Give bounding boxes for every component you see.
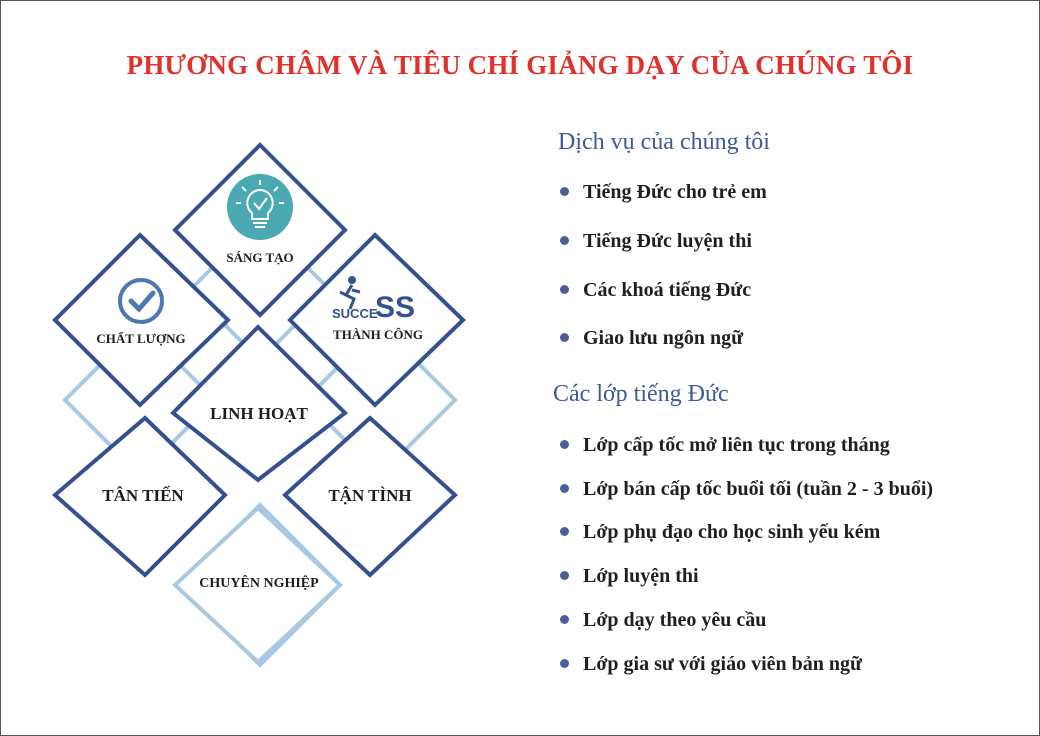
class-item: Lớp bán cấp tốc buổi tối (tuần 2 - 3 buổ… <box>560 478 933 501</box>
bullet-icon <box>560 235 569 245</box>
label-sang-tao: SÁNG TẠO <box>226 250 294 265</box>
label-chuyen-nghiep: CHUYÊN NGHIỆP <box>199 576 319 591</box>
label-tan-tinh: TẬN TÌNH <box>328 486 412 505</box>
class-item: Lớp phụ đạo cho học sinh yếu kém <box>560 521 880 544</box>
class-item: Lớp cấp tốc mở liên tục trong tháng <box>560 434 890 457</box>
classes-heading: Các lớp tiếng Đức <box>553 381 729 407</box>
bullet-icon <box>560 186 569 196</box>
bullet-icon <box>560 570 569 580</box>
service-item: Tiếng Đức cho trẻ em <box>560 181 767 204</box>
service-item: Giao lưu ngôn ngữ <box>560 327 743 350</box>
page-title: PHƯƠNG CHÂM VÀ TIÊU CHÍ GIẢNG DẠY CỦA CH… <box>126 50 914 80</box>
checkmark-icon <box>118 278 164 324</box>
diamond-chuyen-nghiep <box>172 505 343 665</box>
label-chat-luong: CHẤT LƯỢNG <box>96 331 186 346</box>
svg-text:SUCCE: SUCCE <box>332 306 378 321</box>
bullet-icon <box>560 658 569 668</box>
label-tan-tien: TÂN TIẾN <box>102 486 184 505</box>
values-diagram: SUCCE SS SÁNG TẠO CHẤT LƯỢNG THÀNH CÔNG … <box>40 130 500 690</box>
diamond-thanh-cong <box>287 232 466 408</box>
diamond-tan-tinh <box>282 415 458 578</box>
service-item: Các khoá tiếng Đức <box>560 279 751 302</box>
svg-text:SS: SS <box>375 291 415 324</box>
bullet-icon <box>560 483 569 493</box>
diamond-linh-hoat <box>170 324 349 483</box>
label-thanh-cong: THÀNH CÔNG <box>333 327 423 342</box>
bullet-icon <box>560 439 569 449</box>
bullet-icon <box>560 614 569 624</box>
services-heading: Dịch vụ của chúng tôi <box>558 129 770 155</box>
class-item: Lớp dạy theo yêu cầu <box>560 609 766 632</box>
class-item: Lớp luyện thi <box>560 565 699 588</box>
lightbulb-icon <box>227 174 293 240</box>
class-item: Lớp gia sư với giáo viên bản ngữ <box>560 653 862 676</box>
bullet-icon <box>560 526 569 536</box>
service-item: Tiếng Đức luyện thi <box>560 230 752 253</box>
bullet-icon <box>560 332 569 342</box>
success-runner-icon: SUCCE SS <box>332 276 415 324</box>
diamond-tan-tien <box>51 415 228 578</box>
bullet-icon <box>560 284 569 294</box>
diamond-graphic: SUCCE SS <box>51 142 466 668</box>
label-linh-hoat: LINH HOẠT <box>210 404 308 423</box>
